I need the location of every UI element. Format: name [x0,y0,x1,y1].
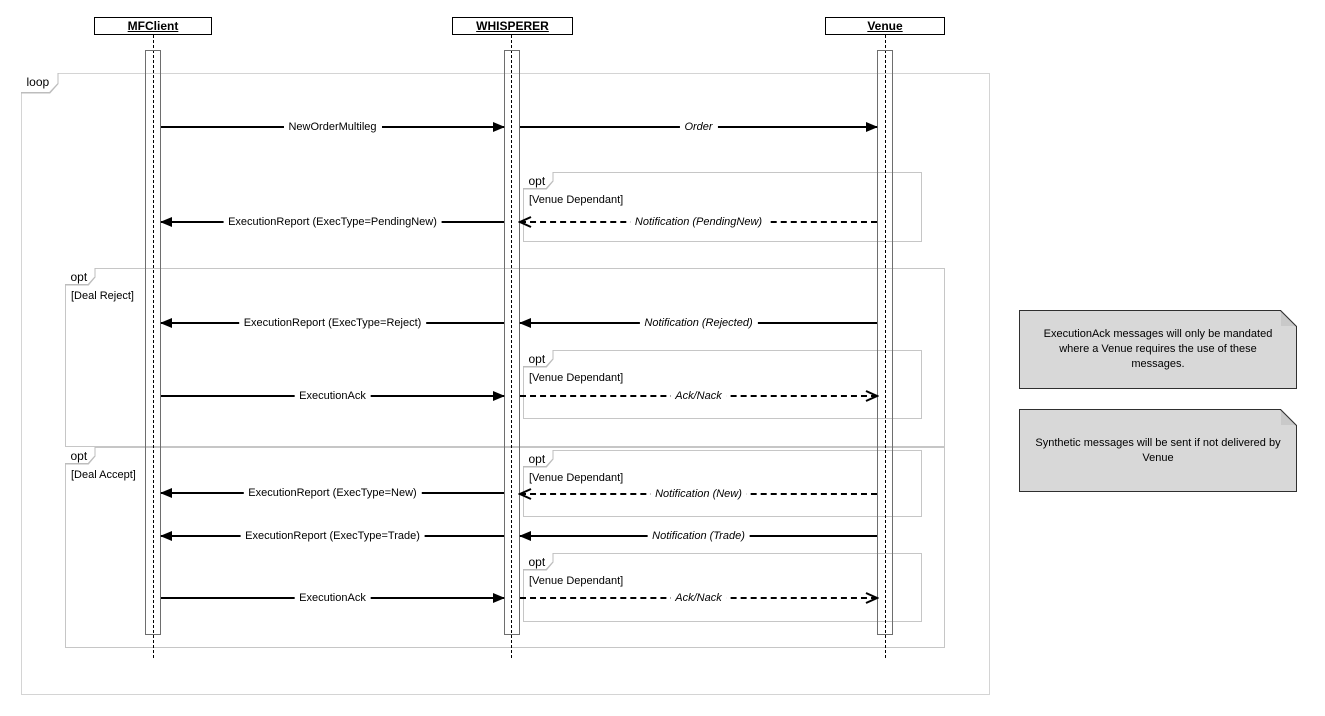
fragment-operator: opt [528,451,546,466]
note-text: Synthetic messages will be sent if not d… [1035,436,1281,464]
note-executionack-mandated: ExecutionAck messages will only be manda… [1019,310,1297,389]
arrowhead-icon [160,318,172,328]
fragment-guard: [Deal Accept] [71,469,136,481]
arrowhead-icon [493,391,505,401]
fragment-operator: opt [528,351,546,366]
fragment-opt-tab: opt [64,446,96,465]
actor-box-whisperer: WHISPERER [452,17,573,35]
lifeline-whisperer [511,35,512,658]
fragment-opt-venue-dependant-2: opt [Venue Dependant] [522,349,922,419]
fragment-opt-deal-reject: opt [Deal Reject] [64,267,945,447]
open-arrowhead-icon [518,216,532,228]
fragment-opt-tab: opt [64,267,96,286]
open-arrowhead-icon [865,592,879,604]
arrowhead-icon [493,122,505,132]
open-arrowhead-icon [518,488,532,500]
actor-label: WHISPERER [476,19,549,33]
message-label: ExecutionReport (ExecType=PendingNew) [223,216,442,228]
message-label: ExecutionReport (ExecType=Reject) [238,317,427,329]
note-synthetic-messages: Synthetic messages will be sent if not d… [1019,409,1297,492]
fragment-operator: opt [70,448,88,463]
fragment-tab-fill [64,267,95,284]
note-text: ExecutionAck messages will only be manda… [1043,328,1273,370]
fragment-opt-tab: opt [522,449,554,468]
fragment-tab-fill [20,72,58,92]
message-label: ExecutionAck [294,592,371,604]
fragment-guard: [Venue Dependant] [529,472,624,484]
fragment-opt-venue-dependant-4: opt [Venue Dependant] [522,552,922,622]
fragment-tab-fill [522,449,553,466]
activation-bar-venue [877,50,893,635]
fragment-opt-tab: opt [522,171,554,190]
fragment-loop-tab: loop [20,72,59,94]
message-label: Notification (PendingNew) [629,216,768,228]
message-label: Ack/Nack [670,592,727,604]
activation-bar-mfclient [145,50,161,635]
fragment-operator: opt [528,173,546,188]
message-label: Notification (Rejected) [639,317,758,329]
fragment-operator: loop [26,74,50,89]
fragment-opt-tab: opt [522,349,554,368]
fragment-guard: [Venue Dependant] [529,372,624,384]
fragment-tab-fill [522,171,553,188]
fragment-opt-deal-accept: opt [Deal Accept] [64,446,945,648]
arrowhead-icon [160,531,172,541]
message-label: Ack/Nack [670,390,727,402]
arrowhead-icon [519,318,531,328]
fragment-operator: opt [70,269,88,284]
actor-box-mfclient: MFClient [94,17,212,35]
fragment-guard: [Venue Dependant] [529,575,624,587]
message-label: Notification (New) [650,488,747,500]
fragment-opt-venue-dependant-1: opt [Venue Dependant] [522,171,922,242]
activation-bar-whisperer [504,50,520,635]
message-label: Notification (Trade) [647,530,750,542]
message-label: ExecutionAck [294,390,371,402]
lifeline-venue [885,35,886,658]
fragment-operator: opt [528,554,546,569]
message-label: ExecutionReport (ExecType=New) [243,487,422,499]
fragment-guard: [Venue Dependant] [529,194,624,206]
actor-label: MFClient [127,19,179,33]
arrowhead-icon [866,122,878,132]
arrowhead-icon [519,531,531,541]
fragment-tab-fill [522,552,553,569]
actor-label: Venue [867,19,903,33]
fragment-tab-fill [64,446,95,463]
actor-box-venue: Venue [825,17,945,35]
message-label: Order [679,121,718,133]
fragment-opt-venue-dependant-3: opt [Venue Dependant] [522,449,922,517]
fragment-guard: [Deal Reject] [71,290,134,302]
lifeline-mfclient [153,35,154,658]
message-label: ExecutionReport (ExecType=Trade) [240,530,425,542]
fragment-loop: loop [20,72,990,695]
fragment-tab-fill [522,349,553,366]
fragment-opt-tab: opt [522,552,554,571]
arrowhead-icon [160,217,172,227]
message-label: NewOrderMultileg [283,121,382,133]
open-arrowhead-icon [865,390,879,402]
arrowhead-icon [160,488,172,498]
arrowhead-icon [493,593,505,603]
